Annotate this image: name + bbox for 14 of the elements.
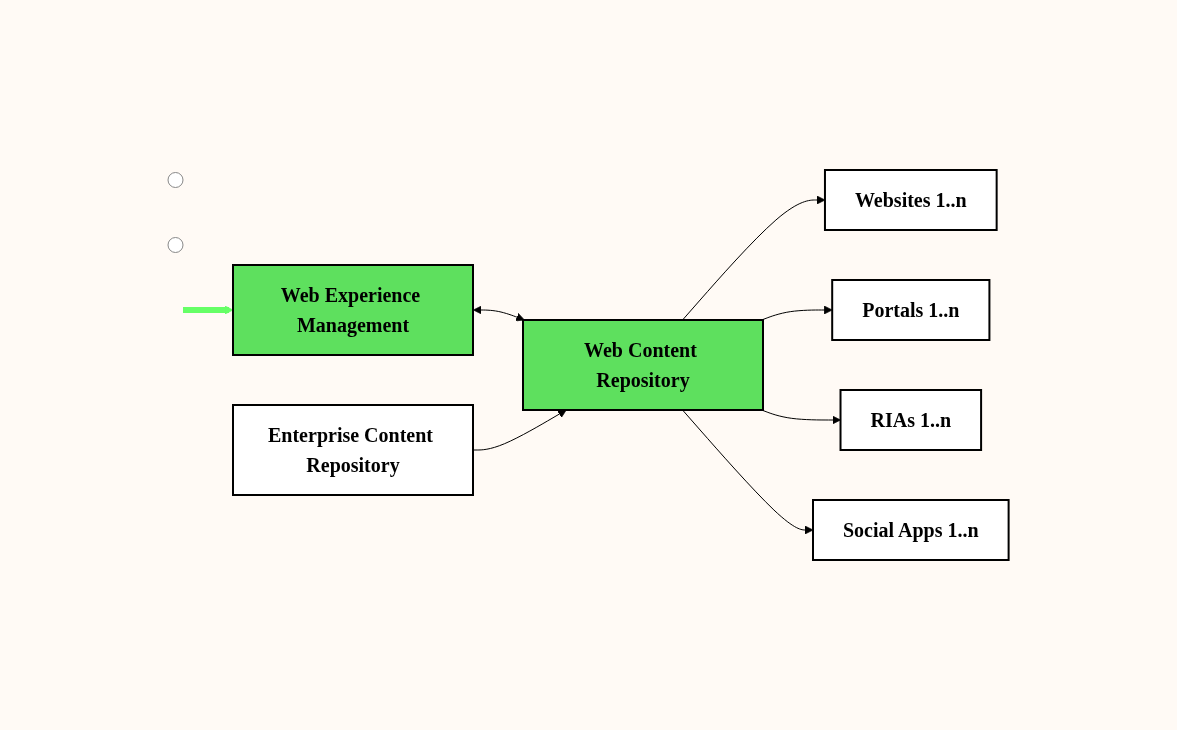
node-circle xyxy=(167,237,184,253)
node-box: RIAs 1..n xyxy=(839,389,983,451)
node-box: Websites 1..n xyxy=(824,169,998,231)
node-box: Social Apps 1..n xyxy=(812,499,1010,561)
node-box: Enterprise Content Repository xyxy=(232,404,475,496)
arrow xyxy=(682,195,826,321)
arrow xyxy=(682,409,814,535)
node-box: Portals 1..n xyxy=(831,279,991,341)
arrow xyxy=(473,305,525,322)
arrow xyxy=(761,305,833,321)
node-box: Web Experience Management xyxy=(232,264,475,356)
node-circle xyxy=(167,172,184,188)
node-box: Web Content Repository xyxy=(522,319,765,411)
arrow xyxy=(183,305,234,315)
